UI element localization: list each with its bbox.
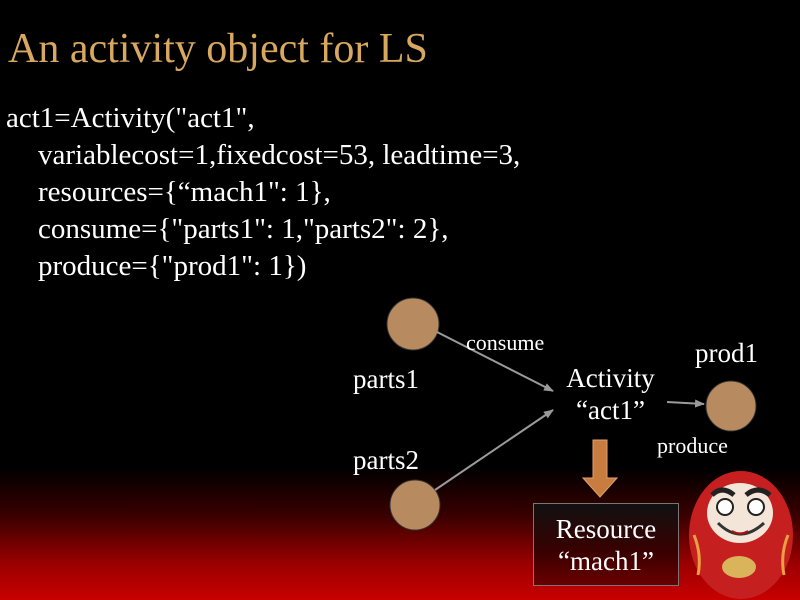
produce-label: produce [657,433,728,458]
daruma-doll-image [689,471,793,599]
parts1-label: parts1 [353,364,419,394]
daruma-eye-left [716,498,734,516]
code-block: act1=Activity("act1", variablecost=1,fix… [6,100,706,285]
daruma-pattern-right [781,534,790,576]
daruma-mouth [731,530,749,535]
daruma-pattern-left [692,534,701,576]
parts2-node [389,479,441,531]
consume-label: consume [466,330,545,355]
daruma-eye-right [747,498,765,516]
code-line: produce={"prod1": 1}) [38,250,307,282]
resource-arrow [581,439,619,498]
parts2-label: parts2 [353,445,419,475]
code-line: consume={"parts1": 1,"parts2": 2}, [38,213,449,245]
activity-box-line: Activity [566,363,655,393]
parts2-arrow [434,409,554,491]
daruma-brow-left [710,487,736,497]
code-line: variablecost=1,fixedcost=53, leadtime=3, [38,139,521,171]
slide-title: An activity object for LS [8,26,428,72]
activity-box-line: “act1” [576,395,645,425]
parts1-node [386,297,440,351]
prod1-label: prod1 [695,338,758,368]
produce-arrow [666,399,705,408]
resource-box: Resource “mach1” [533,503,679,586]
daruma-brow-right [744,487,772,498]
activity-box: Activity “act1” [555,355,666,433]
code-line: act1=Activity("act1", [6,102,255,134]
prod1-node [705,380,757,432]
consume-arrow [436,331,554,392]
daruma-gold-emblem [722,556,756,578]
resource-box-line: “mach1” [558,545,654,576]
code-line: resources={“mach1": 1}, [38,176,331,208]
resource-box-line: Resource [555,513,657,544]
